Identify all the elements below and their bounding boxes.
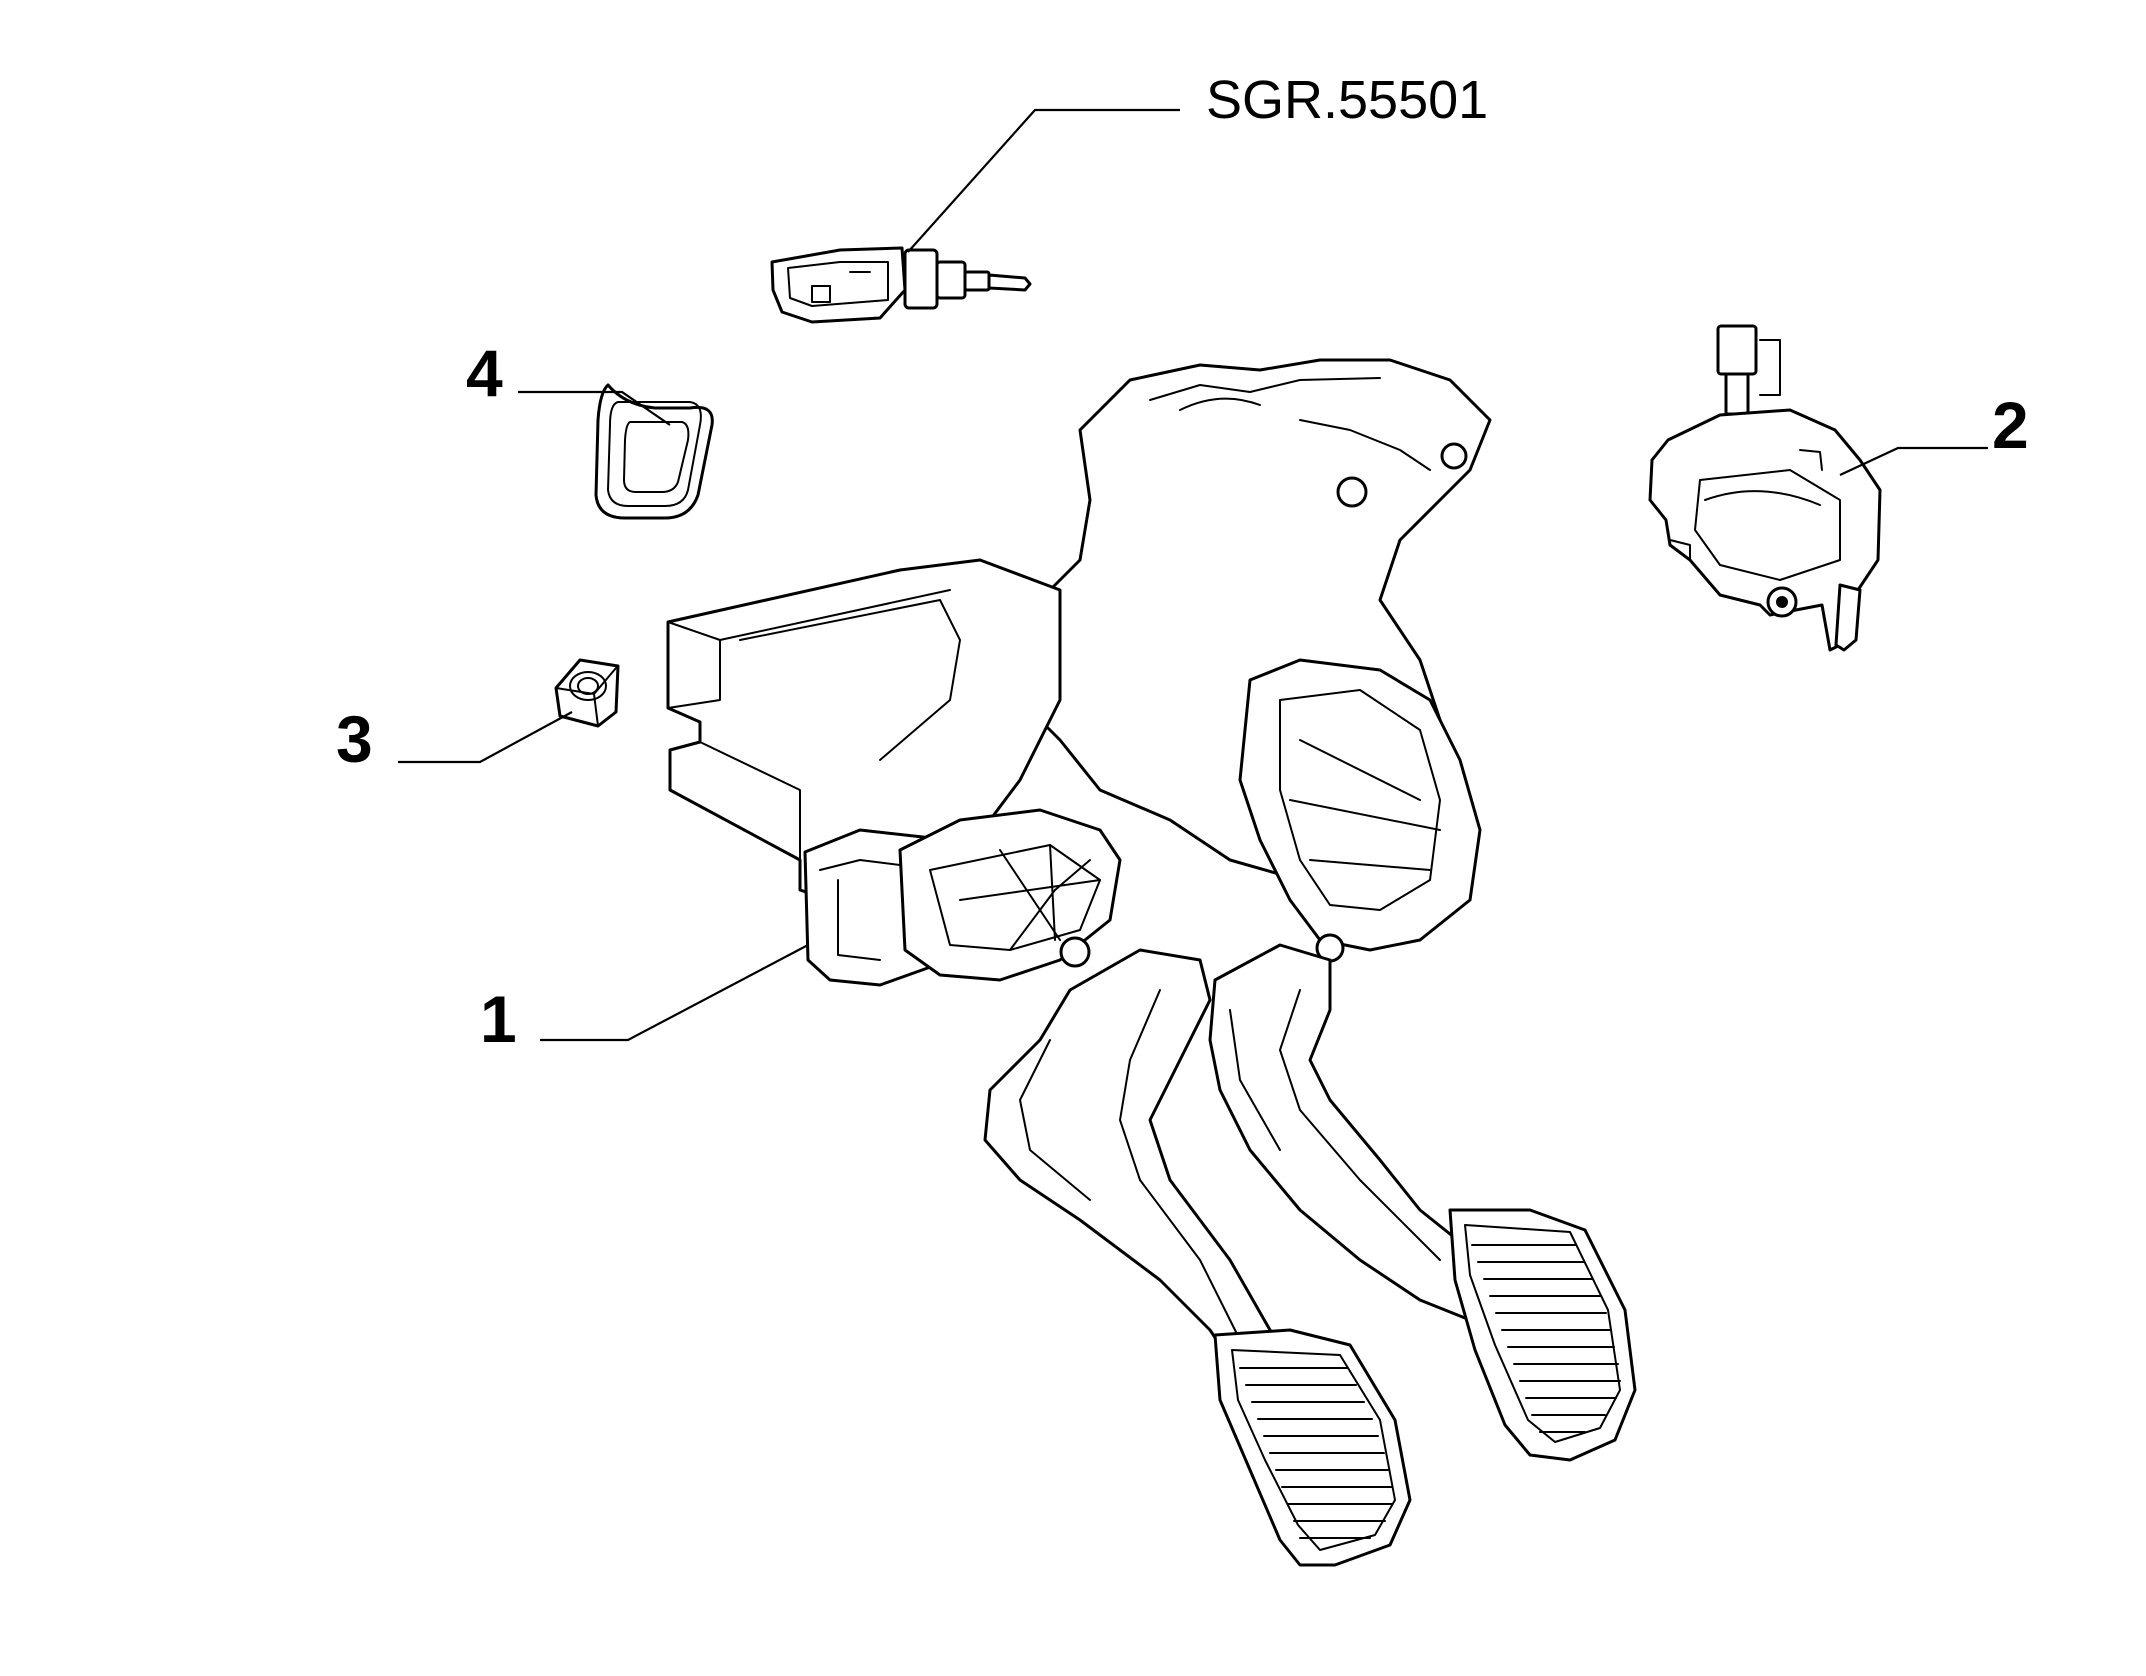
callout-3-label: 3 [336, 702, 373, 776]
pedal-switch-part [770, 246, 1032, 324]
leader-ref [907, 108, 1180, 253]
hex-nut-part [554, 658, 620, 728]
callout-1-label: 1 [480, 982, 517, 1056]
leader-1 [540, 944, 809, 1042]
callout-4-label: 4 [466, 336, 503, 410]
leader-2 [1839, 446, 1988, 476]
callout-ref-label: SGR.55501 [1206, 70, 1488, 130]
grommet-part [594, 383, 714, 520]
callout-2-label: 2 [1992, 388, 2029, 462]
pedal-box-assembly [666, 358, 1637, 1567]
leader-4 [518, 390, 671, 426]
leader-lines [398, 108, 1988, 1042]
pedal-sensor-part [1648, 324, 1882, 652]
leader-3 [398, 711, 573, 764]
